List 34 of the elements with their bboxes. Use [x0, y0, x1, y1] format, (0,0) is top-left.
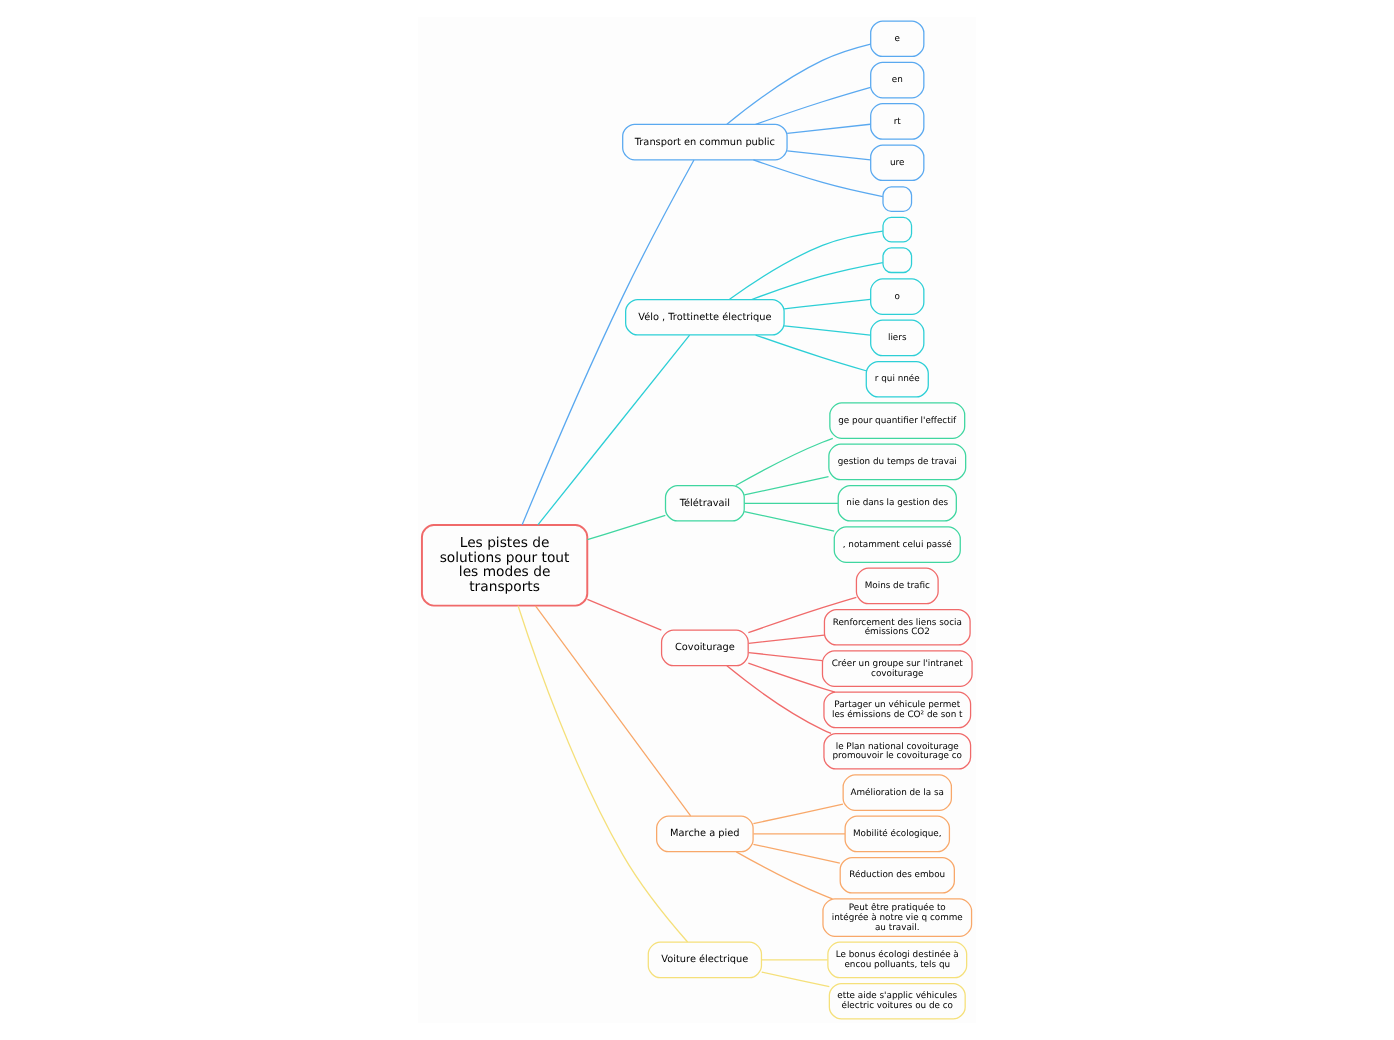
connector	[751, 261, 884, 301]
connector	[726, 665, 832, 735]
connector	[726, 43, 872, 125]
connector	[786, 150, 871, 161]
connector	[728, 230, 884, 300]
connector	[783, 325, 871, 336]
connector	[752, 159, 884, 198]
connector	[761, 971, 830, 988]
connector	[743, 502, 839, 504]
connector	[735, 437, 834, 487]
connector	[761, 959, 829, 961]
connector	[517, 605, 689, 943]
connector	[755, 334, 867, 372]
connector	[735, 851, 834, 900]
connector	[747, 662, 836, 693]
connector	[752, 833, 846, 835]
node-box	[882, 247, 913, 274]
connector	[747, 596, 857, 634]
connector	[752, 843, 841, 864]
connector	[586, 598, 662, 631]
connector	[534, 605, 692, 817]
connector	[747, 634, 825, 644]
connector	[586, 514, 666, 541]
node-box	[882, 216, 913, 243]
node-box	[882, 186, 913, 213]
connector	[786, 123, 871, 134]
connector	[743, 476, 830, 496]
connector	[537, 334, 691, 526]
connector	[747, 651, 823, 662]
connector	[521, 159, 695, 526]
connector	[755, 86, 872, 125]
connector	[783, 298, 871, 310]
connector	[743, 511, 835, 532]
connector	[752, 803, 844, 825]
